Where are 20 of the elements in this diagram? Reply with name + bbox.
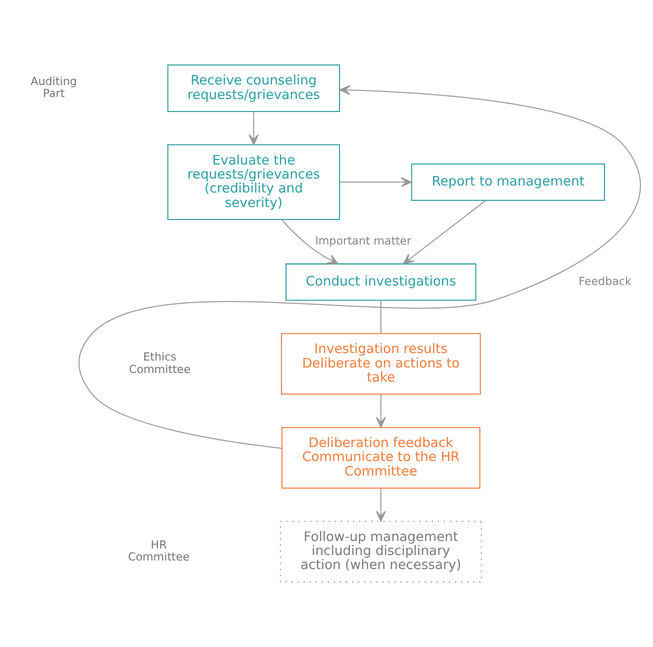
arrow [402,200,486,264]
node-box: Report to management [411,163,606,201]
label: Auditing Part [30,75,77,100]
node-box: Receive counseling requests/grievances [167,64,340,112]
node-box: Evaluate the requests/grievances (credibility and severity) [167,144,340,220]
label: HR Committee [128,538,190,564]
arrow [281,219,339,264]
arrow [78,85,640,449]
arrow [248,112,259,146]
edge-label: Feedback [578,274,632,288]
connector [380,300,382,334]
node-box: Deliberation feedback Communicate to the HR Committee [281,426,480,489]
node-box: Conduct investigations [285,263,476,301]
arrow [340,177,412,188]
node-box: Investigation results Deliberate on actions to take [280,333,481,395]
arrow [376,394,386,428]
arrow [376,488,386,522]
edge-label: Important matter [315,234,412,248]
node-box: Follow-up management including disciplinary action (when necessary) [280,520,482,582]
label: Ethics Committee [128,350,191,376]
